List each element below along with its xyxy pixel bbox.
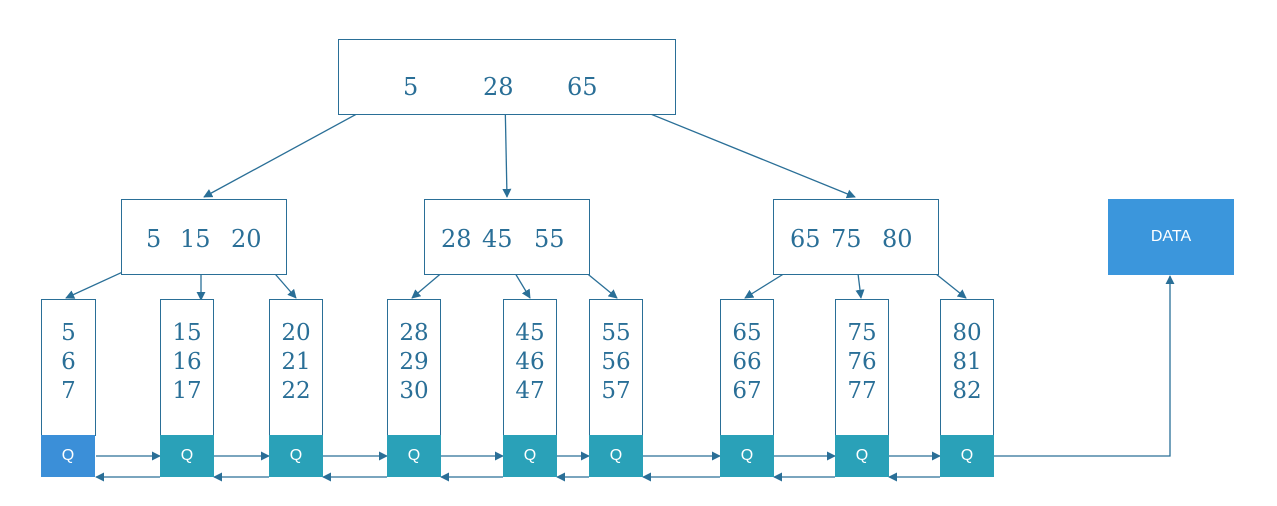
leaf-8-values: 75 76 77 xyxy=(836,322,888,403)
leaf-4-values: 28 29 30 xyxy=(388,322,440,403)
data-box: DATA xyxy=(1108,199,1234,275)
leaf-7-values: 65 66 67 xyxy=(721,322,773,403)
leaf-node-1: 5 6 7 xyxy=(41,299,96,436)
leaf-4-pointer: Q xyxy=(387,435,441,477)
leaf-node-5: 45 46 47 xyxy=(503,299,557,436)
leaf-node-2: 15 16 17 xyxy=(160,299,214,436)
leaf-1-values: 5 6 7 xyxy=(42,322,95,403)
leaf-7-value-3: 67 xyxy=(732,378,762,404)
leaf-9-value-3: 82 xyxy=(952,378,982,404)
root-key-1: 5 xyxy=(403,73,419,101)
leaf-8-value-1: 75 xyxy=(847,320,877,346)
root-node: 5 28 65 xyxy=(338,39,676,115)
leaf-5-values: 45 46 47 xyxy=(504,322,556,403)
internal-3-key-3: 80 xyxy=(882,225,913,253)
leaf-1-pointer: Q xyxy=(41,435,95,477)
leaf-9-values: 80 81 82 xyxy=(941,322,993,403)
leaf-4-value-3: 30 xyxy=(399,378,429,404)
leaf-7-pointer: Q xyxy=(720,435,774,477)
leaf-2-values: 15 16 17 xyxy=(161,322,213,403)
leaf-4-value-2: 29 xyxy=(399,349,429,375)
leaf-5-value-2: 46 xyxy=(515,349,545,375)
leaf-8-value-3: 77 xyxy=(847,378,877,404)
leaf-8-value-2: 76 xyxy=(847,349,877,375)
edge-leaf-to-data xyxy=(994,275,1175,457)
leaf-6-values: 55 56 57 xyxy=(590,322,642,403)
leaf-8-pointer: Q xyxy=(835,435,889,477)
leaf-1-value-1: 5 xyxy=(61,320,76,346)
leaf-9-value-1: 80 xyxy=(952,320,982,346)
leaf-2-value-2: 16 xyxy=(172,349,202,375)
leaf-6-value-2: 56 xyxy=(601,349,631,375)
internal-1-key-3: 20 xyxy=(231,225,262,253)
leaf-node-8: 75 76 77 xyxy=(835,299,889,436)
leaf-node-4: 28 29 30 xyxy=(387,299,441,436)
internal-node-3: 65 75 80 xyxy=(773,199,939,275)
leaf-9-pointer: Q xyxy=(940,435,994,477)
internal-node-1: 5 15 20 xyxy=(121,199,287,275)
internal-3-key-1: 65 xyxy=(790,225,821,253)
internal-2-key-3: 55 xyxy=(534,225,565,253)
leaf-3-values: 20 21 22 xyxy=(270,322,322,403)
leaf-3-value-3: 22 xyxy=(281,378,311,404)
leaf-3-value-2: 21 xyxy=(281,349,311,375)
root-key-2: 28 xyxy=(483,73,514,101)
leaf-node-7: 65 66 67 xyxy=(720,299,774,436)
leaf-7-value-2: 66 xyxy=(732,349,762,375)
leaf-3-value-1: 20 xyxy=(281,320,311,346)
internal-2-key-2: 45 xyxy=(482,225,513,253)
leaf-node-9: 80 81 82 xyxy=(940,299,994,436)
root-key-3: 65 xyxy=(567,73,598,101)
leaf-node-6: 55 56 57 xyxy=(589,299,643,436)
leaf-3-pointer: Q xyxy=(269,435,323,477)
leaf-1-value-2: 6 xyxy=(61,349,76,375)
leaf-4-value-1: 28 xyxy=(399,320,429,346)
internal-3-key-2: 75 xyxy=(831,225,862,253)
leaf-node-3: 20 21 22 xyxy=(269,299,323,436)
internal-1-key-2: 15 xyxy=(180,225,211,253)
internal-2-key-1: 28 xyxy=(441,225,472,253)
leaf-2-value-1: 15 xyxy=(172,320,202,346)
leaf-2-pointer: Q xyxy=(160,435,214,477)
leaf-5-value-3: 47 xyxy=(515,378,545,404)
leaf-6-value-3: 57 xyxy=(601,378,631,404)
leaf-6-value-1: 55 xyxy=(601,320,631,346)
leaf-5-value-1: 45 xyxy=(515,320,545,346)
leaf-7-value-1: 65 xyxy=(732,320,762,346)
internal-1-key-1: 5 xyxy=(146,225,162,253)
leaf-5-pointer: Q xyxy=(503,435,557,477)
internal-node-2: 28 45 55 xyxy=(424,199,590,275)
leaf-6-pointer: Q xyxy=(589,435,643,477)
leaf-9-value-2: 81 xyxy=(952,349,982,375)
leaf-2-value-3: 17 xyxy=(172,378,202,404)
leaf-1-value-3: 7 xyxy=(61,378,76,404)
